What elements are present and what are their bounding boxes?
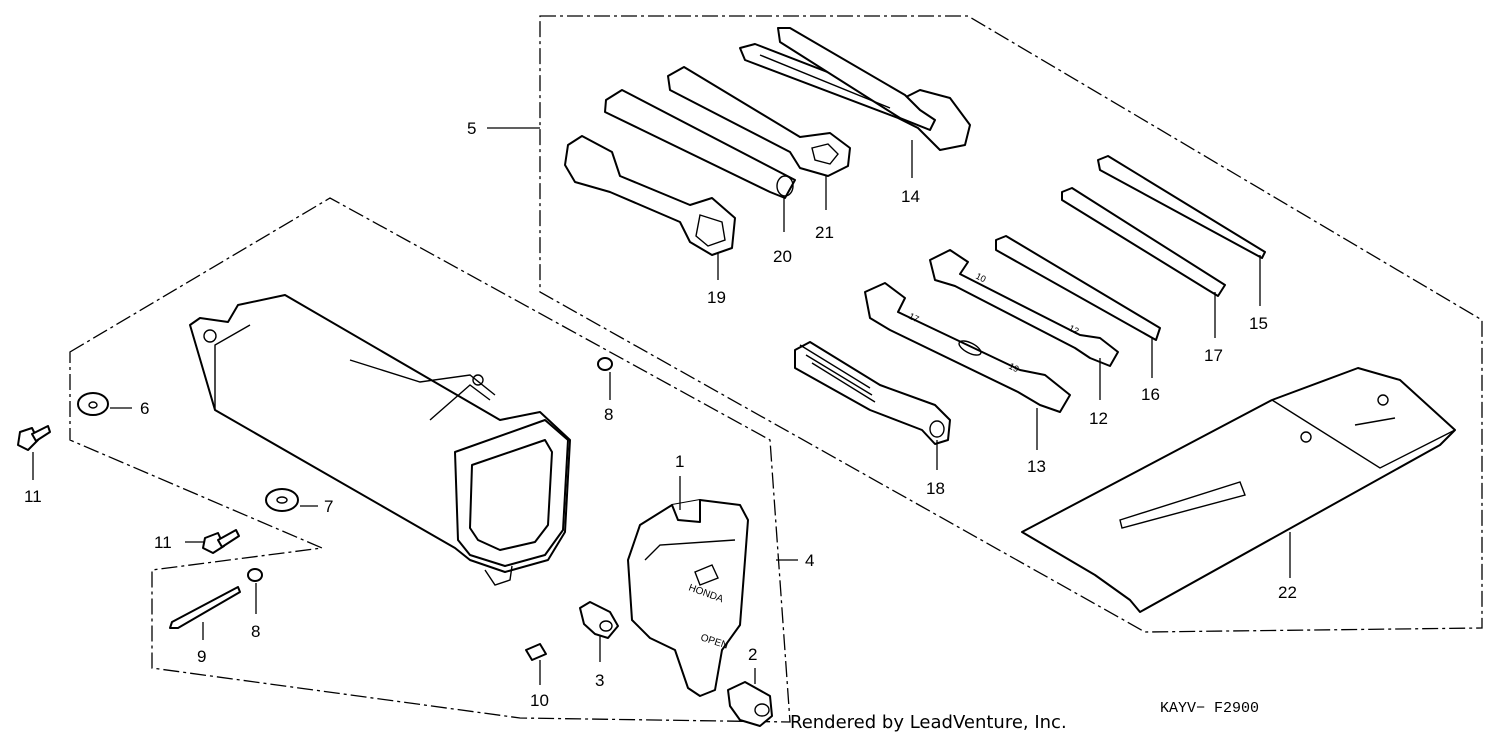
callout-12: 12 bbox=[1089, 409, 1108, 428]
tool-box-outline bbox=[69, 197, 791, 723]
callout-10: 10 bbox=[530, 691, 549, 710]
figure-code: KAYV− F2900 bbox=[1160, 700, 1260, 717]
callout-14: 14 bbox=[901, 187, 920, 206]
wrench-12-size-b: 12 bbox=[1067, 323, 1080, 336]
callout-19: 19 bbox=[707, 288, 726, 307]
callout-labels: 1 2 3 4 5 6 7 8 8 9 10 11 11 12 13 14 15… bbox=[24, 119, 1297, 710]
nut-8-lower bbox=[247, 568, 263, 582]
wrench-13-size-b: 19 bbox=[1007, 361, 1020, 374]
washer-6 bbox=[77, 392, 109, 416]
callout-8-upper: 8 bbox=[604, 405, 613, 424]
callout-8-lower: 8 bbox=[251, 622, 260, 641]
pin-10 bbox=[525, 643, 547, 661]
latch-2 bbox=[727, 681, 773, 727]
callout-1: 1 bbox=[675, 452, 684, 471]
wrench-12-size-a: 10 bbox=[974, 271, 987, 284]
callout-3: 3 bbox=[595, 671, 604, 690]
tool-bag-22 bbox=[1021, 367, 1456, 613]
callout-15: 15 bbox=[1249, 314, 1268, 333]
key-cylinder-3 bbox=[579, 601, 619, 639]
handle-20 bbox=[604, 89, 796, 199]
washer-7 bbox=[265, 488, 299, 512]
callout-11-lower: 11 bbox=[154, 533, 172, 552]
callout-5: 5 bbox=[467, 119, 476, 138]
nut-8-upper bbox=[597, 357, 613, 371]
callout-2: 2 bbox=[748, 645, 757, 664]
callout-17: 17 bbox=[1204, 346, 1223, 365]
bolt-11-lower bbox=[202, 529, 240, 554]
screwdriver-17 bbox=[1061, 187, 1226, 297]
leader-lines bbox=[32, 127, 1291, 685]
callout-7: 7 bbox=[324, 497, 333, 516]
plug-wrench-19 bbox=[564, 135, 736, 256]
pliers-14 bbox=[739, 27, 971, 151]
callout-6: 6 bbox=[140, 399, 149, 418]
callout-11-left: 11 bbox=[24, 487, 42, 506]
bolt-11-left bbox=[17, 425, 51, 451]
wrench-13: 17 19 bbox=[864, 282, 1071, 413]
spanner-21 bbox=[667, 66, 851, 177]
tool-box-body bbox=[189, 294, 571, 586]
driver-handle-18 bbox=[794, 341, 951, 445]
callout-9: 9 bbox=[197, 647, 206, 666]
callout-22: 22 bbox=[1278, 583, 1297, 602]
credit-text: Rendered by LeadVenture, Inc. bbox=[790, 712, 1067, 733]
screwdriver-16 bbox=[995, 235, 1161, 341]
callout-21: 21 bbox=[815, 223, 834, 242]
callout-13: 13 bbox=[1027, 457, 1046, 476]
wrench-13-size-a: 17 bbox=[907, 311, 920, 324]
wrench-12: 10 12 bbox=[929, 249, 1119, 367]
cotter-pin-9 bbox=[169, 586, 241, 629]
callout-20: 20 bbox=[773, 247, 792, 266]
callout-16: 16 bbox=[1141, 385, 1160, 404]
screwdriver-15 bbox=[1097, 155, 1266, 259]
callout-4: 4 bbox=[805, 551, 814, 570]
tool-box-cover: HONDA OPEN bbox=[627, 499, 749, 697]
callout-18: 18 bbox=[926, 479, 945, 498]
hardware-parts bbox=[17, 357, 773, 727]
tool-kit-outline bbox=[539, 15, 1483, 633]
